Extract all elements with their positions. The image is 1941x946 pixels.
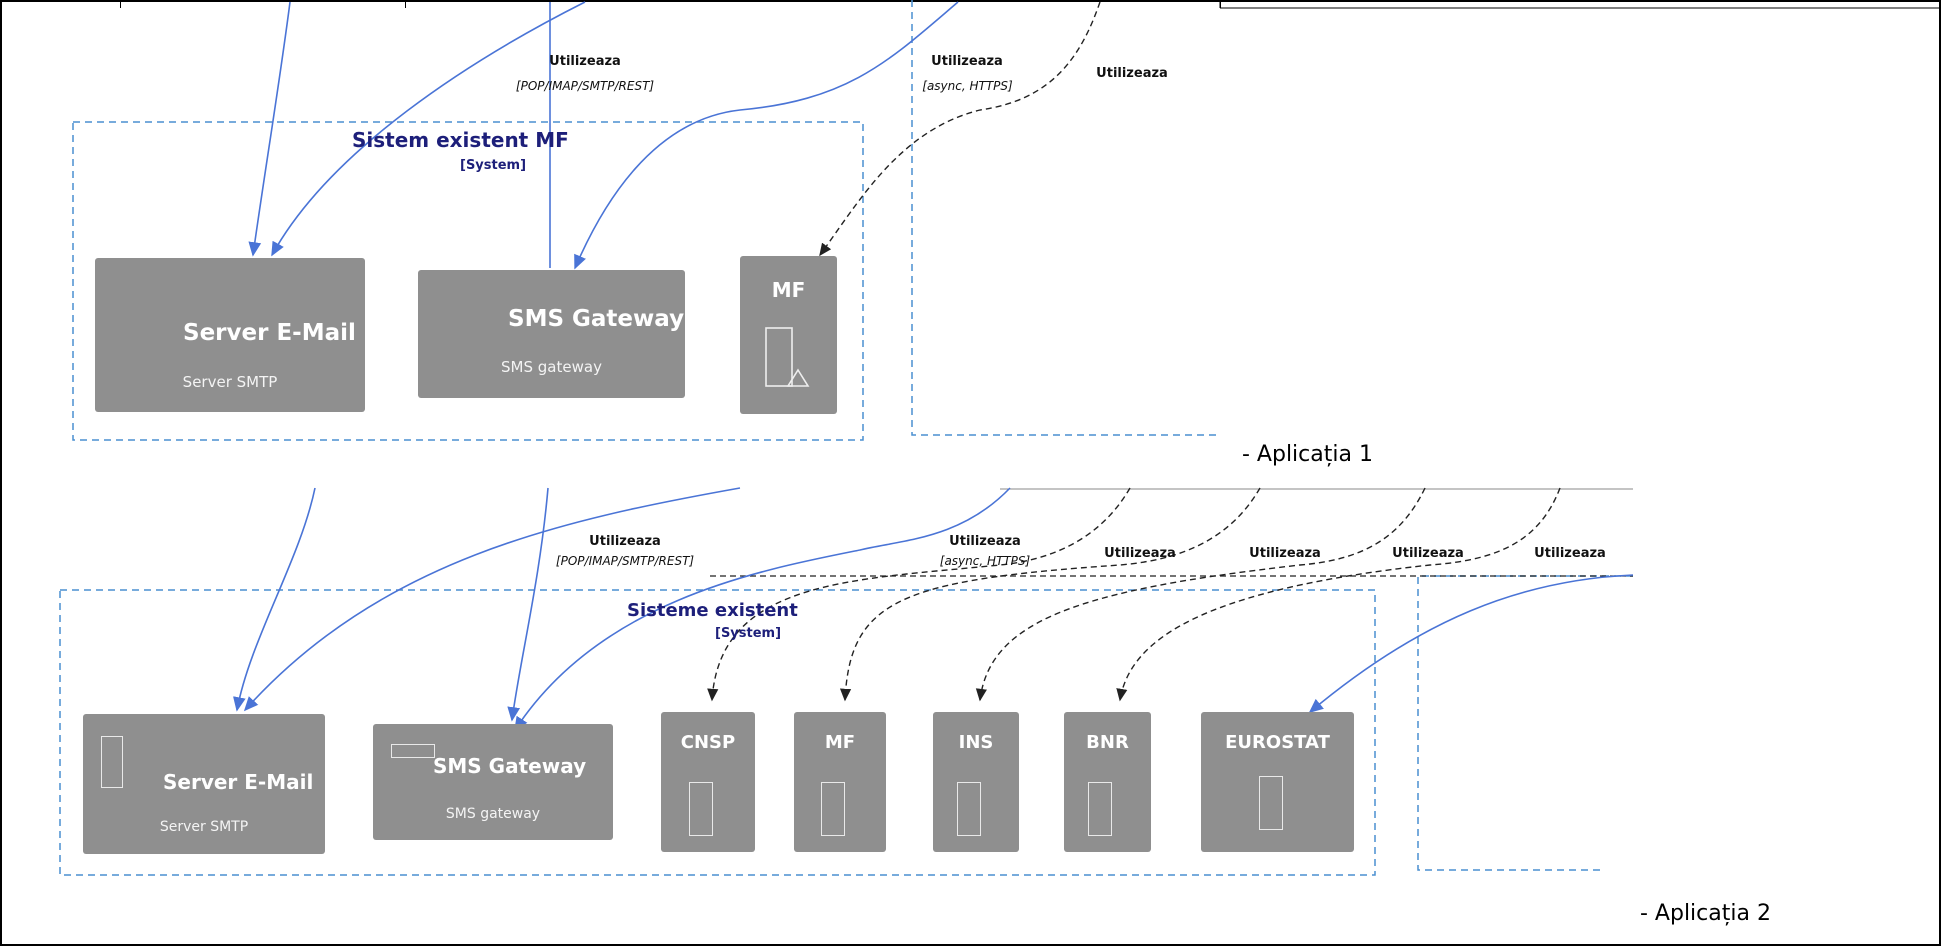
edge-label: Utilizeaza: [1249, 546, 1321, 561]
edge-line: [707, 487, 1131, 702]
system-boundary-2: [59, 589, 1376, 876]
node-title: BNR: [1086, 732, 1129, 753]
edge-tech: [async, HTTPS]: [922, 79, 1013, 93]
system-tag: [System]: [715, 626, 782, 641]
edge-line: [1308, 574, 1634, 714]
server-icon: [821, 782, 845, 836]
external-boundary-1: [911, 0, 1220, 436]
edge-label: Utilizeaza: [549, 54, 621, 69]
node-server-email[interactable]: Server E-Mail Server SMTP: [95, 258, 365, 412]
server-icon: [689, 782, 713, 836]
edge-tech: [POP/IMAP/SMTP/REST]: [555, 554, 695, 568]
edge-line: [243, 487, 741, 712]
edge-label: Utilizeaza: [589, 534, 661, 549]
edge-label: Utilizeaza: [1392, 546, 1464, 561]
node-title: Server E-Mail: [183, 320, 356, 346]
node-ins[interactable]: INS: [933, 712, 1019, 852]
node-tech: SMS gateway: [445, 806, 541, 822]
server-icon: [101, 736, 123, 788]
node-mf[interactable]: MF: [740, 256, 837, 414]
node-title: SMS Gateway: [508, 306, 685, 332]
table-divider: [120, 0, 121, 8]
node-title: EUROSTAT: [1225, 732, 1330, 753]
edge-line: [271, 1, 586, 257]
node-bnr[interactable]: BNR: [1064, 712, 1151, 852]
node-sms-gateway[interactable]: SMS Gateway SMS gateway: [373, 724, 613, 840]
node-title: MF: [771, 278, 806, 302]
node-sms-gateway[interactable]: SMS Gateway SMS gateway: [418, 270, 685, 398]
edge-label: Utilizeaza: [1534, 546, 1606, 561]
edge-label: Utilizeaza: [1104, 546, 1176, 561]
edge-line: [819, 1, 1101, 257]
node-tech: Server SMTP: [182, 373, 278, 391]
node-title: MF: [824, 732, 856, 753]
node-eurostat[interactable]: EUROSTAT: [1201, 712, 1354, 852]
node-server-email[interactable]: Server E-Mail Server SMTP: [83, 714, 325, 854]
table-divider: [405, 0, 406, 8]
edge-tech: [POP/IMAP/SMTP/REST]: [515, 79, 655, 93]
edge-line: [507, 487, 549, 722]
node-mf[interactable]: MF: [794, 712, 886, 852]
node-tech: Server SMTP: [159, 819, 249, 835]
system-title: Sisteme existent: [627, 600, 798, 621]
server-icon: [1088, 782, 1112, 836]
node-title: CNSP: [680, 732, 736, 753]
edge-line: [839, 487, 1261, 702]
caption: - Aplicația 2: [1640, 901, 1771, 926]
external-boundary-2: [1417, 575, 1633, 871]
edge-tech: [async, HTTPS]: [939, 554, 1031, 568]
system-title: Sistem existent MF: [352, 128, 569, 152]
system-tag: [System]: [460, 158, 527, 173]
edge-line: [233, 487, 316, 712]
edge-label: Utilizeaza: [949, 534, 1021, 549]
edge-line: [514, 487, 1011, 732]
edge-line: [574, 1, 959, 270]
edge-line: [975, 487, 1426, 702]
node-title: INS: [958, 732, 994, 753]
system-boundary-1: [72, 121, 864, 441]
edge-label: Utilizeaza: [931, 54, 1003, 69]
edge-line: [1116, 487, 1561, 702]
sms-icon: [391, 744, 435, 758]
server-icon: [765, 327, 810, 387]
node-title: Server E-Mail: [163, 770, 314, 794]
server-icon: [1259, 776, 1283, 830]
edge-line: [248, 1, 291, 257]
node-tech: SMS gateway: [501, 358, 602, 376]
node-cnsp[interactable]: CNSP: [661, 712, 755, 852]
edge-label: Utilizeaza: [1096, 66, 1168, 81]
server-icon: [957, 782, 981, 836]
caption: - Aplicația 1: [1242, 442, 1373, 467]
node-title: SMS Gateway: [433, 754, 587, 778]
